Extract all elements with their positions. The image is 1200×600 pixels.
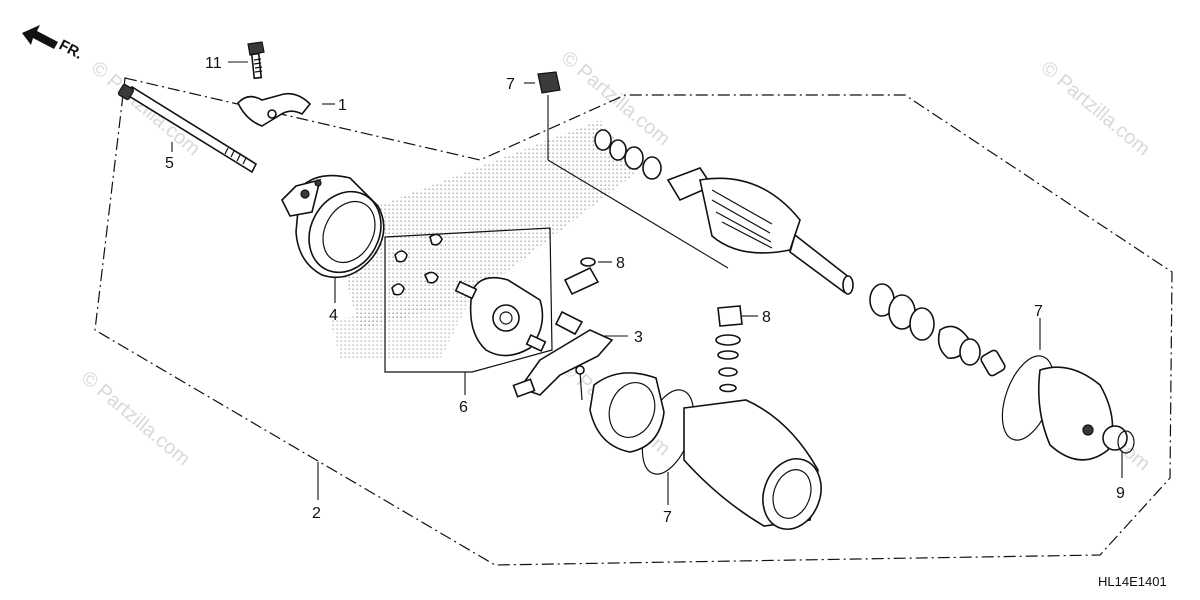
armature [666,167,854,295]
motor-yoke [683,399,822,530]
watermark: © Partzilla.com [87,57,204,160]
diagram-code: HL14E1401 [1098,574,1167,589]
front-arrow-icon [22,25,58,49]
callout-7-rear: 7 [1034,303,1043,320]
callout-8-stack: 8 [762,309,771,326]
brush-part-3 [512,310,614,401]
callout-11: 11 [205,55,222,72]
assembly-outline [94,77,1173,566]
brush-holder-part-6 [391,233,547,357]
callout-6: 6 [459,399,468,416]
callout-3: 3 [634,329,643,346]
callout-4: 4 [329,307,338,324]
stipple-background [330,120,640,360]
circlip-part-9 [1117,430,1135,454]
callout-5: 5 [165,155,174,172]
callouts: 11 1 5 4 6 7 8 8 3 7 7 9 2 [165,55,1125,526]
armature-washers-front [594,129,662,180]
armature-washers-rear [869,283,1006,377]
front-cover [589,372,665,453]
through-bolt-part-5 [117,83,258,174]
callout-2: 2 [312,505,321,522]
front-label: FR. [56,37,85,63]
callout-7-front: 7 [663,509,672,526]
callout-9: 9 [1116,485,1125,502]
nut-part-8-stack [715,305,743,393]
watermark: © Partzilla.com [1037,57,1154,160]
end-housing [1037,366,1128,461]
rear-cover-part-4 [281,174,385,279]
watermark: © Partzilla.com [77,367,194,470]
bolt-part-11 [247,41,265,80]
callout-8-top: 7 [506,76,515,93]
front-direction-indicator: FR. [22,25,85,63]
leader-lines [171,61,1123,505]
bracket-part-1 [237,92,312,127]
callout-1: 1 [338,97,347,114]
brush-holder-group-box [384,227,553,373]
washer-part-10 [563,257,600,296]
callout-10: 8 [616,255,625,272]
nut-part-8-top [537,71,561,94]
